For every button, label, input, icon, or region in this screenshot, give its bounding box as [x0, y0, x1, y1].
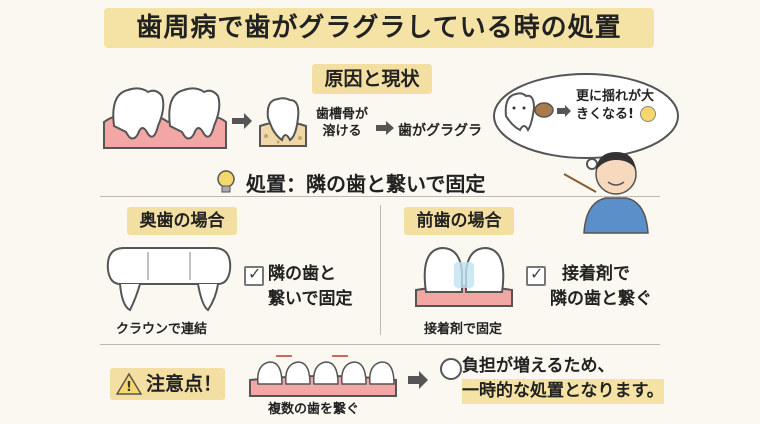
divider [380, 205, 381, 335]
cause-bubble-text: 更に揺れが大きくなる! [576, 89, 655, 122]
arrow-icon [232, 113, 252, 129]
back-teeth-check-line2: 繋いで固定 [268, 289, 353, 309]
healthy-teeth-illustration [103, 87, 227, 149]
treatment-header: 処置：隣の歯と繋いで固定 [246, 172, 486, 196]
lightbulb-icon [217, 170, 235, 193]
caution-line1: 負担が増えるため、 [462, 356, 615, 376]
divider [100, 196, 660, 197]
page-title: 歯周病で歯がグラグラしている時の処置 [136, 13, 622, 43]
dentist-illustration [563, 152, 649, 234]
arrow-icon [376, 121, 394, 135]
arrow-icon [557, 105, 571, 117]
cause-step2-text: 歯がグラグラ [398, 123, 482, 139]
arrow-icon [408, 371, 428, 389]
cause-step1-text: 歯槽骨が溶ける [315, 107, 368, 139]
front-teeth-header: 前歯の場合 [404, 207, 514, 235]
front-teeth-check-line2: 隣の歯と繋ぐ [550, 289, 652, 309]
checkbox-icon: ✓ [244, 264, 264, 286]
page-title-banner: 歯周病で歯がグラグラしている時の処置 [104, 8, 654, 48]
back-teeth-caption: クラウンで連結 [116, 322, 208, 337]
bone-loss-tooth-illustration [259, 97, 307, 147]
back-teeth-header: 奥歯の場合 [127, 207, 237, 235]
connected-crowns-illustration [106, 247, 232, 312]
caution-caption: 複数の歯を繋ぐ [268, 402, 360, 417]
back-teeth-check-line1: 隣の歯と [268, 264, 336, 284]
front-teeth-check-line1: 接着剤で [562, 264, 630, 284]
caution-label: 注意点！ [146, 373, 223, 395]
checkbox-icon: ✓ [526, 264, 546, 286]
divider [100, 344, 660, 345]
thought-bubble [493, 73, 679, 174]
splinted-teeth-illustration [249, 355, 397, 397]
svg-text:!: ! [126, 380, 132, 395]
front-teeth-caption: 接着剤で固定 [424, 322, 503, 337]
caution-line2: 一時的な処置となります。 [462, 379, 664, 404]
cause-header: 原因と現状 [312, 64, 432, 94]
warning-icon: ! [116, 372, 142, 395]
bonded-front-teeth-illustration [415, 246, 513, 307]
clock-icon [440, 358, 462, 380]
sad-face-icon [640, 106, 656, 122]
